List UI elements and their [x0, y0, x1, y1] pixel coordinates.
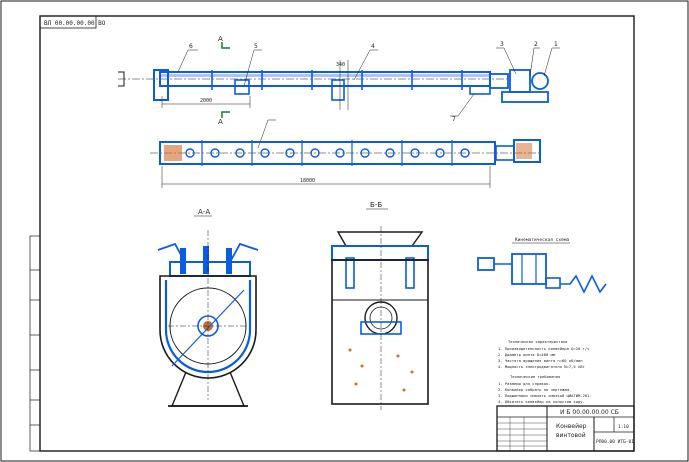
- callout-6: 6: [189, 43, 193, 50]
- kinematic-scheme: Кинематическая схема: [477, 237, 607, 294]
- section-aa-title: А-А: [198, 208, 210, 216]
- note-req-3: 3. Подшипники смазать смазкой ЦИАТИМ-201…: [498, 393, 592, 398]
- callout-1: 1: [554, 41, 558, 48]
- notes-heading-1: Техническая характеристика: [508, 339, 567, 344]
- drive-unit: [489, 69, 549, 103]
- title-block: [496, 405, 635, 452]
- callout-7: 7: [452, 116, 456, 123]
- notes-heading-2: Технические требования: [510, 374, 560, 379]
- corner-stamp: ВЛ 00.00.00.00 ВО: [39, 15, 106, 29]
- note-tech-2: 2. Диаметр винта D=400 мм: [498, 352, 556, 357]
- section-aa: А-А: [157, 208, 259, 407]
- note-req-2: 2. Конвейер собрать по чертежам.: [498, 387, 571, 392]
- note-req-1: 1. Размеры для справок.: [498, 381, 551, 386]
- sheet-title-2: винтовой: [556, 432, 586, 439]
- dim-left: 2000: [200, 98, 212, 104]
- callout-5: 5: [254, 43, 258, 50]
- note-tech-4: 4. Мощность электродвигателя N=7,5 кВт: [498, 364, 585, 369]
- note-req-4: 4. Обкатать конвейер на холостом ходу.: [498, 399, 585, 404]
- section-bb: Б-Б: [331, 201, 429, 410]
- dims-top: [161, 60, 349, 110]
- callout-leaders: [177, 47, 560, 149]
- inner-frame: [39, 15, 635, 452]
- cut-label-bottom: А: [218, 118, 223, 126]
- sheet-org: РЛ00.00 ИТБ-01: [596, 439, 634, 445]
- callout-numbers: 6 5 4 3 2 1 7: [189, 41, 558, 123]
- note-tech-3: 3. Частота вращения винта n=60 об/мин: [498, 358, 583, 363]
- dim-short: 340: [336, 62, 345, 68]
- callout-3: 3: [500, 41, 504, 48]
- sheet-scale: 1:10: [618, 424, 629, 430]
- note-tech-1: 1. Производительность конвейера Q=20 т/ч: [498, 346, 589, 351]
- corner-code: ВЛ 00.00.00.00 ВО: [44, 20, 106, 27]
- tech-notes: Техническая характеристика 1. Производит…: [498, 339, 592, 404]
- callout-2: 2: [534, 41, 538, 48]
- dims-plan: [161, 166, 491, 188]
- scheme-title: Кинематическая схема: [515, 237, 569, 243]
- conveyor-elevation: [118, 69, 549, 103]
- sheet-title-1: Конвейер: [556, 423, 587, 430]
- section-bb-title: Б-Б: [370, 201, 382, 209]
- left-strip: [29, 235, 41, 452]
- cut-markers: А А: [118, 35, 230, 126]
- conveyor-plan: [150, 139, 541, 166]
- inlet-hopper: [153, 69, 169, 101]
- cut-label-top: А: [218, 35, 223, 43]
- dim-main: 18000: [300, 178, 315, 184]
- callout-4: 4: [371, 43, 375, 50]
- sheet-designation: И Б 00.00.00.00 СБ: [560, 409, 619, 416]
